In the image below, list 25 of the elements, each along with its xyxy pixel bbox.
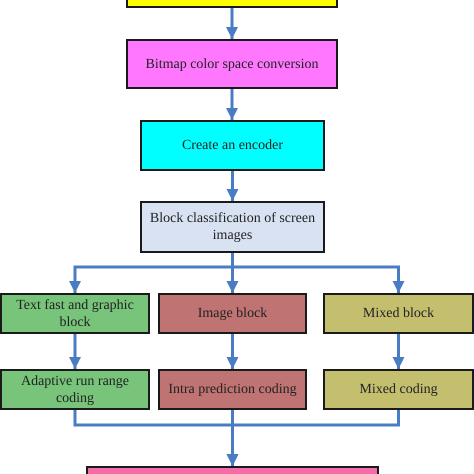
- arrow: [226, 410, 400, 466]
- arrow: [226, 89, 238, 120]
- process-box: [126, 39, 338, 89]
- box-label: Adaptive run range coding: [20, 372, 130, 406]
- box-label: Image block: [198, 305, 268, 322]
- arrow: [226, 8, 238, 39]
- box-label: Intra prediction coding: [168, 381, 297, 398]
- process-box: [0, 293, 150, 334]
- box-label: Bitmap color space conversion: [145, 56, 318, 72]
- box-label: Create an encoder: [182, 137, 284, 154]
- process-box: [323, 369, 474, 410]
- box-label: Mixed block: [362, 305, 434, 322]
- box-label: Block classification of screen images: [148, 210, 316, 244]
- box-label: Mixed coding: [359, 381, 438, 398]
- arrow: [69, 334, 81, 369]
- arrow: [392, 334, 404, 369]
- process-box: [158, 293, 307, 334]
- box-label: Text fast and graphic block: [15, 296, 135, 330]
- process-box: [158, 369, 307, 410]
- process-box: [0, 369, 150, 410]
- arrow: [226, 171, 238, 201]
- process-box: [140, 201, 325, 253]
- process-box: [323, 293, 474, 334]
- arrow: [226, 334, 238, 369]
- process-box: [140, 120, 325, 171]
